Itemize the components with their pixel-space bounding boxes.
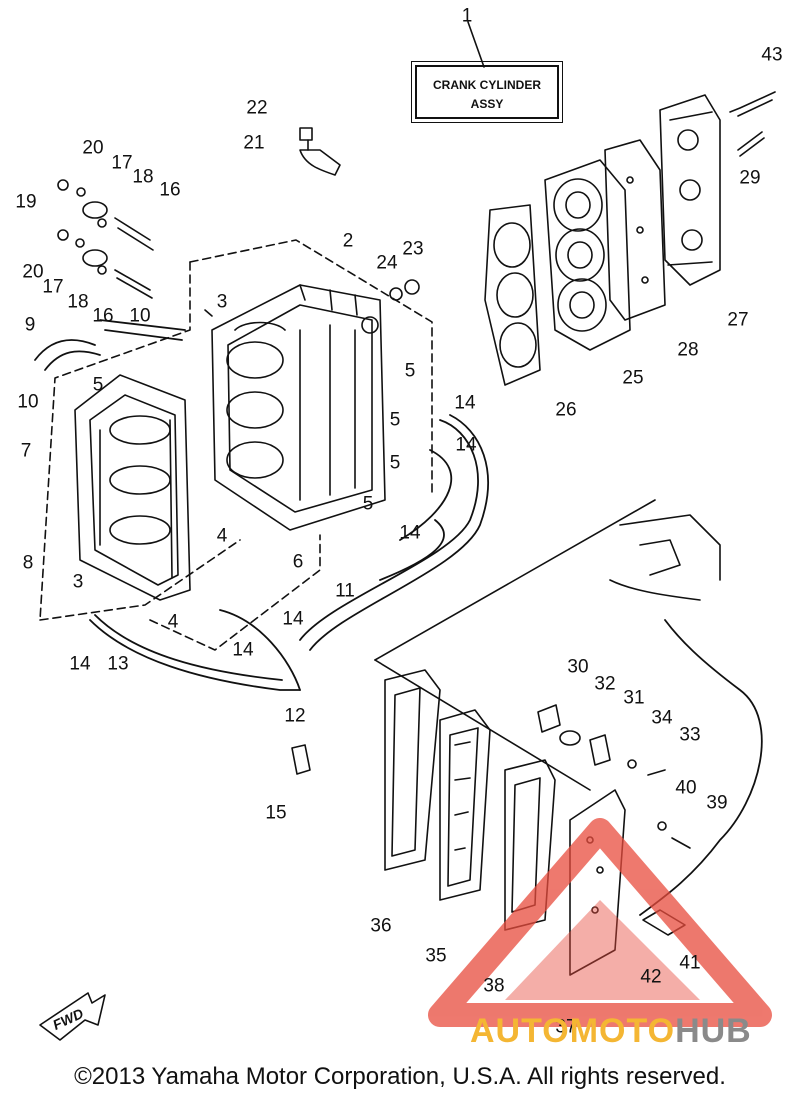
callout-1: 1 — [461, 5, 473, 27]
callout-34: 34 — [651, 707, 673, 729]
copyright-text: ©2013 Yamaha Motor Corporation, U.S.A. A… — [74, 1063, 726, 1090]
callout-16a: 16 — [159, 179, 181, 201]
callout-13: 13 — [107, 653, 129, 675]
callout-5c: 5 — [389, 409, 401, 431]
engine-cover-drawing — [609, 514, 721, 601]
callout-8: 8 — [22, 552, 34, 574]
leader-line-1 — [467, 21, 485, 68]
callout-7: 7 — [20, 440, 32, 462]
dashed-box-left — [39, 261, 191, 621]
callout-18b: 18 — [67, 291, 89, 313]
callout-20b: 20 — [22, 261, 44, 283]
callout-43: 43 — [761, 44, 783, 66]
bracket-drawing — [291, 744, 311, 775]
watermark-text-automoto: AUTOMOTO — [470, 1012, 676, 1050]
callout-37: 37 — [555, 1016, 577, 1038]
callout-24: 24 — [376, 252, 398, 274]
callout-20a: 20 — [82, 137, 104, 159]
callout-5e: 5 — [362, 493, 374, 515]
callout-12: 12 — [284, 705, 306, 727]
callout-21: 21 — [243, 132, 265, 154]
callout-27: 27 — [727, 309, 749, 331]
callout-38: 38 — [483, 975, 505, 997]
callout-2: 2 — [342, 230, 354, 252]
callout-14e: 14 — [232, 639, 254, 661]
small-fasteners-drawing — [57, 179, 420, 317]
callout-5d: 5 — [389, 452, 401, 474]
watermark-text-hub: HUB — [675, 1012, 752, 1050]
callout-4a: 4 — [216, 525, 228, 547]
callout-28: 28 — [677, 339, 699, 361]
callout-14d: 14 — [282, 608, 304, 630]
callout-3a: 3 — [216, 291, 228, 313]
line-to-plate — [374, 659, 591, 791]
callout-19: 19 — [15, 191, 37, 213]
callout-41: 41 — [679, 952, 701, 974]
callout-4b: 4 — [167, 611, 179, 633]
callout-30: 30 — [567, 656, 589, 678]
callout-10b: 10 — [17, 391, 39, 413]
callout-22: 22 — [246, 97, 268, 119]
callout-42: 42 — [640, 966, 662, 988]
callout-36: 36 — [370, 915, 392, 937]
callout-25: 25 — [622, 367, 644, 389]
hoses-drawing — [34, 319, 763, 916]
callout-14f: 14 — [69, 653, 91, 675]
callout-33: 33 — [679, 724, 701, 746]
watermark-logo — [428, 818, 772, 1027]
crankcase-half-drawing — [74, 374, 191, 601]
callout-29: 29 — [739, 167, 761, 189]
dashed-box-bottom — [39, 539, 241, 621]
callout-23: 23 — [402, 238, 424, 260]
cylinder-head-drawing — [544, 159, 631, 351]
callout-16b: 16 — [92, 305, 114, 327]
callout-5b: 5 — [404, 360, 416, 382]
callout-10a: 10 — [129, 305, 151, 327]
callout-40: 40 — [675, 777, 697, 799]
callout-17b: 17 — [42, 276, 64, 298]
cylinder-block-drawing — [211, 284, 386, 531]
callout-17a: 17 — [111, 152, 133, 174]
callout-18a: 18 — [132, 166, 154, 188]
title-line-1: CRANK CYLINDER — [433, 78, 541, 92]
callout-6: 6 — [292, 551, 304, 573]
bolts-drawing — [299, 91, 776, 176]
callout-39: 39 — [706, 792, 728, 814]
dashed-box-lower — [149, 534, 321, 651]
dashed-box-crankcase — [189, 239, 433, 496]
head-gasket-drawing — [484, 204, 541, 386]
callout-14b: 14 — [455, 434, 477, 456]
watermark-text: AUTOMOTOHUB — [470, 1012, 752, 1051]
callout-14a: 14 — [454, 392, 476, 414]
callout-26: 26 — [555, 399, 577, 421]
title-box: CRANK CYLINDER ASSY — [411, 61, 563, 123]
cover-gasket-drawing — [604, 139, 666, 321]
callout-5a: 5 — [92, 374, 104, 396]
callout-14c: 14 — [399, 522, 421, 544]
title-line-2: ASSY — [470, 97, 504, 111]
line-to-cover — [374, 499, 656, 661]
callout-15: 15 — [265, 802, 287, 824]
callout-35: 35 — [425, 945, 447, 967]
callout-31: 31 — [623, 687, 645, 709]
callout-32: 32 — [594, 673, 616, 695]
head-cover-drawing — [659, 94, 721, 286]
callout-9: 9 — [24, 314, 36, 336]
fwd-arrow-shape — [39, 992, 106, 1041]
callout-3b: 3 — [72, 571, 84, 593]
callout-11: 11 — [335, 580, 355, 602]
